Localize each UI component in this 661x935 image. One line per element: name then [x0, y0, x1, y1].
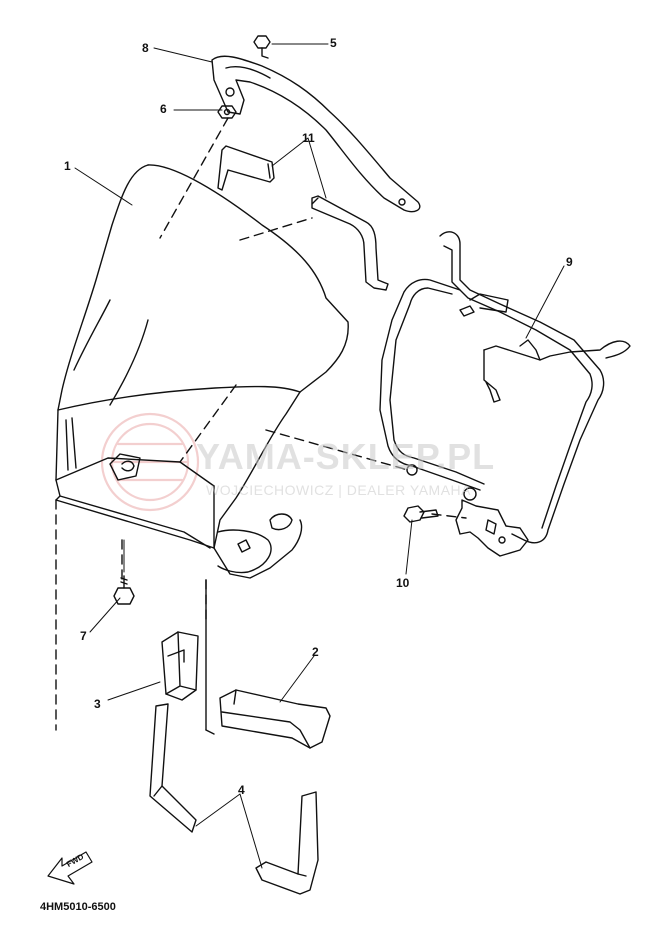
part-10-bolt — [403, 505, 439, 523]
callout-3: 3 — [94, 697, 101, 711]
leader-lines — [74, 43, 565, 869]
watermark-main: YAMA-SKLEP.PL — [196, 436, 496, 477]
callout-9: 9 — [566, 255, 573, 269]
part-2-duct — [219, 689, 331, 749]
part-11-brackets — [217, 145, 389, 291]
watermark-sub: WOJCIECHOWICZ | DEALER YAMAHA — [206, 482, 471, 498]
callout-4: 4 — [238, 783, 245, 797]
part-9-stay — [379, 231, 631, 557]
part-5-bolt — [253, 35, 271, 59]
part-8-bracket — [211, 55, 421, 213]
callout-8: 8 — [142, 41, 149, 55]
callout-10: 10 — [396, 576, 410, 590]
part-6-nut — [217, 105, 237, 119]
part-1-cowling — [55, 164, 349, 735]
forward-arrow-icon — [47, 851, 93, 885]
callout-7: 7 — [80, 629, 87, 643]
callout-11: 11 — [302, 131, 315, 145]
part-4-trims — [149, 703, 319, 895]
callout-5: 5 — [330, 36, 337, 50]
part-7-bolt — [113, 575, 135, 605]
watermark-logo — [100, 412, 200, 512]
callout-2: 2 — [312, 645, 319, 659]
assembly-lines — [55, 117, 467, 731]
part-3-block — [161, 631, 199, 701]
callout-6: 6 — [160, 102, 167, 116]
part-code: 4HM5010-6500 — [40, 901, 116, 913]
callout-1: 1 — [64, 159, 71, 173]
